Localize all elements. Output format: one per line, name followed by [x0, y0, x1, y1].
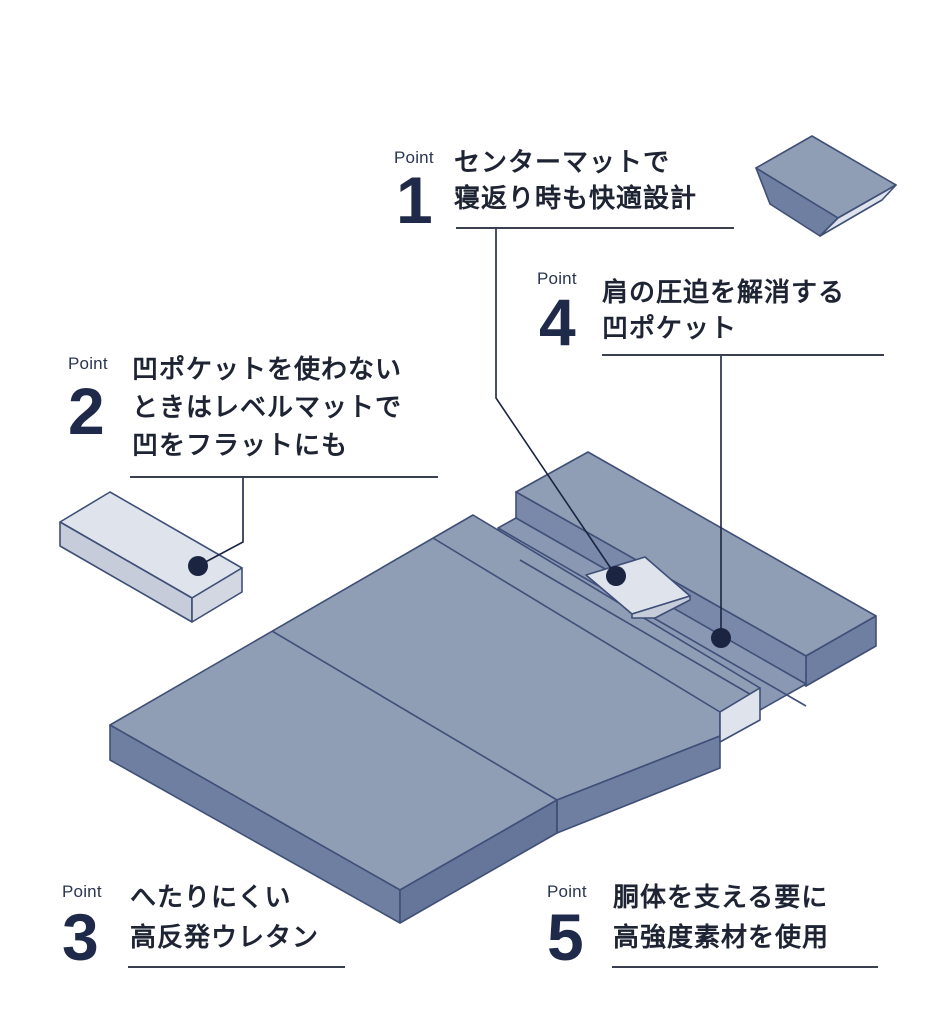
point-2-callout: Point 2 凹ポケットを使わない ときはレベルマットで 凹をフラットにも	[66, 350, 446, 480]
marker-point-2	[188, 556, 208, 576]
point-label: Point	[394, 148, 434, 167]
point-underline	[128, 966, 345, 968]
point-underline	[456, 227, 734, 229]
point-number: 5	[547, 900, 584, 974]
point-text-line: へたりにくい	[130, 883, 292, 913]
center-mat-side	[631, 595, 691, 619]
point-1-callout: Point 1 センターマットで 寝返り時も快適設計	[392, 145, 737, 237]
point-text-line: 凹をフラットにも	[132, 431, 349, 461]
point-underline	[612, 966, 878, 968]
point-5-callout: Point 5 胴体を支える要に 高強度素材を使用	[545, 878, 890, 970]
point-number: 1	[396, 163, 433, 237]
point-3-callout: Point 3 へたりにくい 高反発ウレタン	[60, 878, 360, 970]
point-number: 4	[539, 285, 576, 359]
point-text-line: 肩の圧迫を解消する	[602, 278, 846, 308]
point-text-line: 寝返り時も快適設計	[454, 184, 698, 214]
marker-point-1	[606, 566, 626, 586]
point-underline	[130, 476, 438, 478]
point-text-line: 凹ポケットを使わない	[132, 355, 403, 385]
point-4-callout: Point 4 肩の圧迫を解消する 凹ポケット	[535, 265, 890, 357]
point-text-line: 高強度素材を使用	[613, 923, 830, 953]
leader-line-2	[197, 476, 244, 567]
point-label: Point	[68, 354, 108, 373]
point-text-line: 高反発ウレタン	[130, 923, 320, 953]
marker-point-4	[711, 628, 731, 648]
point-label: Point	[537, 269, 577, 288]
point-text-line: 胴体を支える要に	[613, 883, 829, 913]
point-number: 2	[68, 374, 105, 448]
center-mat-block	[755, 135, 897, 237]
point-label: Point	[547, 882, 587, 901]
point-label: Point	[62, 882, 102, 901]
pocket-end-inset	[719, 687, 761, 743]
point-text-line: 凹ポケット	[602, 314, 738, 344]
leader-line-1	[495, 228, 617, 577]
point-number: 3	[62, 900, 99, 974]
point-text-line: センターマットで	[454, 148, 671, 178]
point-text-line: ときはレベルマットで	[132, 393, 403, 423]
point-underline	[602, 354, 884, 356]
